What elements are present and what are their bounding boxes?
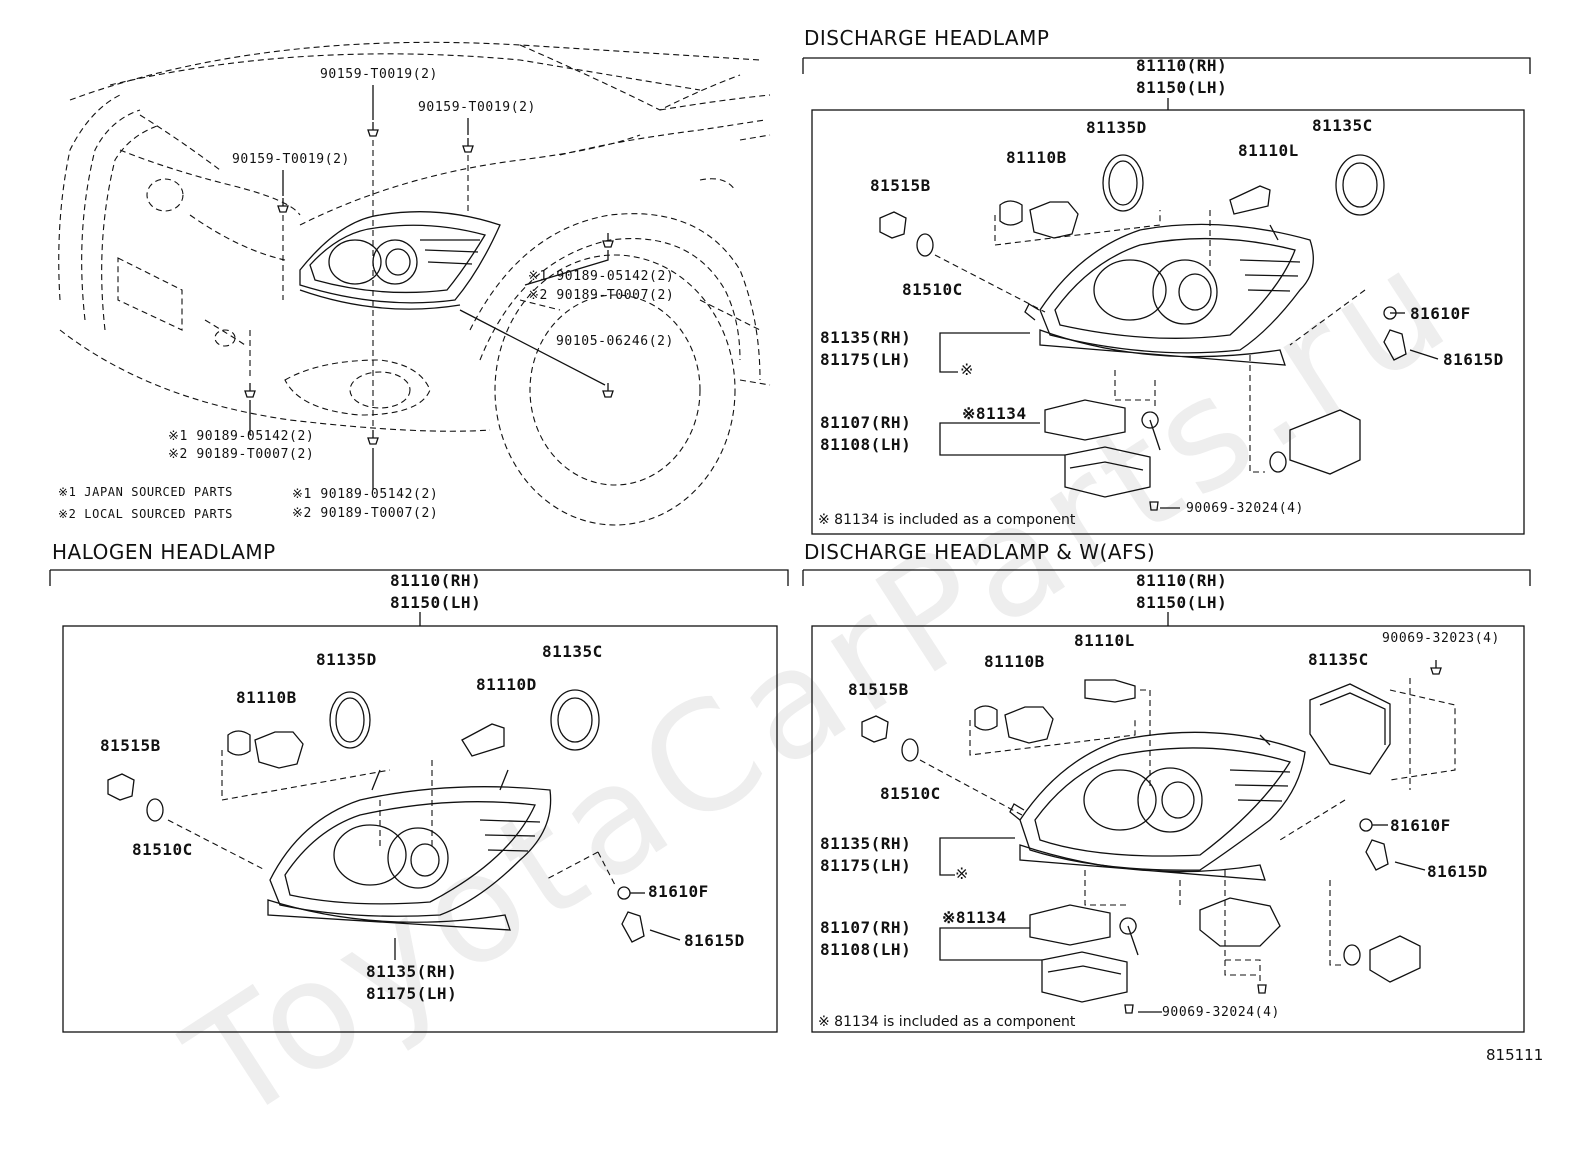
part-label: 81135D — [316, 650, 377, 669]
part-label-assy-rh: 81110(RH) — [1136, 56, 1228, 75]
part-label: 81107(RH) — [820, 413, 912, 432]
car-front-drawing — [58, 41, 771, 526]
part-label: 81615D — [1427, 862, 1488, 881]
section-title-discharge: DISCHARGE HEADLAMP — [804, 26, 1050, 50]
note-local: ※2 LOCAL SOURCED PARTS — [58, 507, 233, 521]
part-label-assy-lh: 81150(LH) — [1136, 78, 1228, 97]
part-label-clip: ※1 90189-05142(2) — [528, 269, 675, 284]
part-label: 81510C — [880, 784, 941, 803]
part-label: 81135(RH) — [366, 962, 458, 981]
part-label: 90069-32024(4) — [1162, 1005, 1280, 1020]
part-label: 81108(LH) — [820, 940, 912, 959]
part-label-bolt: 90159-T0019(2) — [418, 100, 536, 115]
part-label: 81515B — [100, 736, 161, 755]
section-title-halogen: HALOGEN HEADLAMP — [52, 540, 276, 564]
part-label: 81107(RH) — [820, 918, 912, 937]
part-label-clip: ※2 90189-T0007(2) — [528, 288, 675, 303]
part-label: 81510C — [132, 840, 193, 859]
part-label: 81135C — [1308, 650, 1369, 669]
diagram-drawing — [49, 41, 1531, 1033]
part-label: 81110B — [984, 652, 1045, 671]
part-label-assy-rh: 81110(RH) — [1136, 571, 1228, 590]
part-label-clip: ※2 90189-T0007(2) — [292, 506, 439, 521]
parts-diagram: ToyotaCarParts.ru — [49, 26, 1544, 1156]
part-label-assy-lh: 81150(LH) — [1136, 593, 1228, 612]
footnote: ※ 81134 is included as a component — [818, 1014, 1076, 1030]
part-label-clip: ※1 90189-05142(2) — [292, 487, 439, 502]
part-label: 81610F — [1410, 304, 1471, 323]
part-label: 81615D — [684, 931, 745, 950]
mark: ※ — [960, 360, 974, 379]
part-label: 81135(RH) — [820, 834, 912, 853]
part-label: 81610F — [648, 882, 709, 901]
part-label-assy-rh: 81110(RH) — [390, 571, 482, 590]
part-label: 81610F — [1390, 816, 1451, 835]
section-title-afs: DISCHARGE HEADLAMP & W(AFS) — [804, 540, 1156, 564]
part-label-assy-lh: 81150(LH) — [390, 593, 482, 612]
part-label: 81135D — [1086, 118, 1147, 137]
part-label: 81135C — [1312, 116, 1373, 135]
note-japan: ※1 JAPAN SOURCED PARTS — [58, 485, 233, 499]
part-label: 81515B — [870, 176, 931, 195]
footnote: ※ 81134 is included as a component — [818, 512, 1076, 528]
part-label: 81110L — [1074, 631, 1135, 650]
part-label: 81135C — [542, 642, 603, 661]
part-label-bolt: 90159-T0019(2) — [232, 152, 350, 167]
part-label: 81510C — [902, 280, 963, 299]
part-label: 90069-32023(4) — [1382, 631, 1500, 646]
part-label: 81515B — [848, 680, 909, 699]
mark: ※ — [955, 864, 969, 883]
part-label-clip: ※1 90189-05142(2) — [168, 429, 315, 444]
part-label: 81108(LH) — [820, 435, 912, 454]
part-label: ※81134 — [962, 404, 1027, 423]
figure-id: 815111 — [1486, 1046, 1544, 1064]
part-label: 81135(RH) — [820, 328, 912, 347]
part-label-clip: ※2 90189-T0007(2) — [168, 447, 315, 462]
part-label: ※81134 — [942, 908, 1007, 927]
part-label: 81175(LH) — [820, 350, 912, 369]
afs-drawing — [802, 569, 1531, 1033]
halogen-drawing — [49, 569, 789, 1033]
part-label: 81110L — [1238, 141, 1299, 160]
part-label: 81110B — [1006, 148, 1067, 167]
part-label-screw: 90105-06246(2) — [556, 334, 674, 349]
part-label: 81175(LH) — [820, 856, 912, 875]
part-label: 81110B — [236, 688, 297, 707]
part-label: 90069-32024(4) — [1186, 501, 1304, 516]
part-label: 81110D — [476, 675, 537, 694]
part-label: 81615D — [1443, 350, 1504, 369]
part-label-bolt: 90159-T0019(2) — [320, 67, 438, 82]
discharge-drawing — [802, 57, 1531, 535]
part-label: 81175(LH) — [366, 984, 458, 1003]
